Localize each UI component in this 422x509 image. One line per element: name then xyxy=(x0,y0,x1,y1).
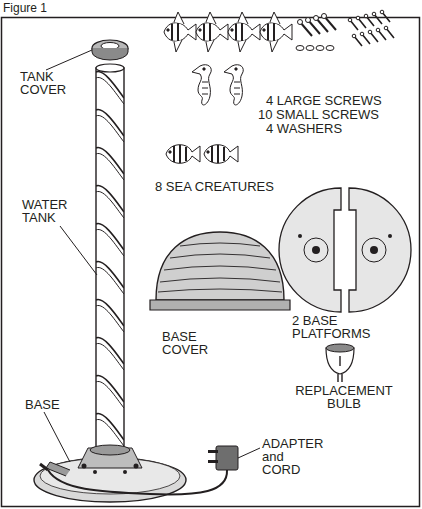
screws-washers xyxy=(296,10,394,50)
leader-lines xyxy=(44,50,260,462)
sea-creatures xyxy=(164,12,292,163)
adapter-cord xyxy=(40,446,238,494)
part-label: WATER TANK xyxy=(22,198,80,224)
figure-frame xyxy=(2,18,420,507)
part-label: 4 WASHERS xyxy=(266,122,416,135)
figure-title: Figure 1 xyxy=(3,2,47,15)
base-platforms xyxy=(279,188,411,312)
replacement-bulb xyxy=(326,344,354,382)
part-label: 8 SEA CREATURES xyxy=(155,180,325,193)
part-label: BASE xyxy=(25,398,75,411)
tank-cover xyxy=(92,40,128,60)
part-label: BASE COVER xyxy=(162,330,220,356)
base-cover xyxy=(150,232,290,310)
part-label: TANK COVER xyxy=(20,70,72,96)
part-label: 4 LARGE SCREWS xyxy=(266,94,416,107)
part-label: 2 BASE PLATFORMS xyxy=(292,314,382,340)
part-label: REPLACEMENT BULB xyxy=(292,384,396,410)
part-label: ADAPTER and CORD xyxy=(262,437,324,476)
part-label: 10 SMALL SCREWS xyxy=(258,108,418,121)
water-tank xyxy=(96,64,124,450)
